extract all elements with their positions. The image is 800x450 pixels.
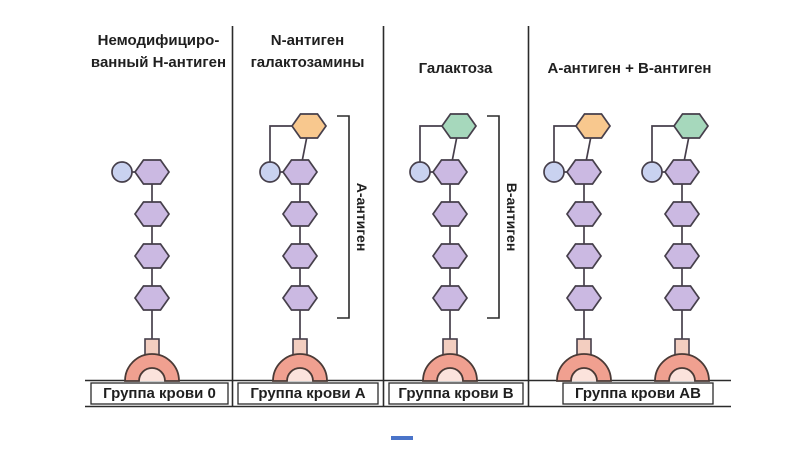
ab-panel-b-chain	[641, 113, 710, 382]
modifier-elbow-bond	[269, 125, 292, 163]
sugar-hexagon	[432, 243, 468, 269]
modifier-hexagon-green	[441, 113, 477, 139]
panel-title-n-antigen-galactosamine: N-антиген галактозамины	[232, 30, 383, 74]
a-antigen-chain	[259, 113, 328, 382]
sugar-hexagon	[134, 243, 170, 269]
fucose-circle	[543, 161, 565, 183]
sugar-hexagon	[134, 159, 170, 185]
sugar-hexagon	[282, 285, 318, 311]
membrane-stem	[674, 338, 690, 356]
sugar-hexagon	[282, 159, 318, 185]
modifier-elbow-bond	[553, 125, 576, 163]
sugar-hexagon	[566, 159, 602, 185]
blood-group-label-box	[90, 382, 229, 405]
b-antigen-bracket-label: В-антиген	[504, 182, 520, 252]
sugar-hexagon	[664, 201, 700, 227]
ab-panel-a-chain	[543, 113, 612, 382]
title-line: А-антиген + В-антиген	[547, 60, 712, 77]
modifier-hexagon-green	[673, 113, 709, 139]
sugar-hexagon	[664, 285, 700, 311]
sugar-hexagon	[432, 201, 468, 227]
title-line: галактозамины	[250, 54, 365, 71]
panel-title-a-plus-b-antigen: А-антиген + В-антиген	[528, 58, 731, 80]
b-antigen-bracket	[487, 115, 500, 319]
fucose-circle	[259, 161, 281, 183]
modifier-hexagon-orange	[575, 113, 611, 139]
blood-group-label-box	[237, 382, 379, 405]
sugar-hexagon	[664, 243, 700, 269]
sugar-hexagon	[432, 159, 468, 185]
panel-title-unmodified-h-antigen: Немодифициро- ванный Н-антиген	[85, 30, 232, 74]
membrane-stem	[144, 338, 160, 356]
blood-group-label-box	[388, 382, 524, 405]
blood-group-label-a: Группа крови А	[250, 385, 366, 402]
sugar-hexagon	[282, 243, 318, 269]
sugar-hexagon	[134, 201, 170, 227]
sugar-hexagon	[664, 159, 700, 185]
sugar-hexagon	[282, 201, 318, 227]
title-line: N-антиген	[270, 32, 345, 49]
title-line: ванный Н-антиген	[90, 54, 227, 71]
fucose-circle	[409, 161, 431, 183]
blood-group-label-ab: Группа крови АВ	[575, 385, 701, 402]
title-line: Галактоза	[418, 60, 493, 77]
title-line: Немодифициро-	[97, 32, 220, 49]
sugar-hexagon	[566, 201, 602, 227]
blood-group-label-0: Группа крови 0	[103, 385, 216, 402]
sugar-hexagon	[134, 285, 170, 311]
blood-group-label-b: Группа крови В	[398, 385, 514, 402]
sugar-hexagon	[566, 243, 602, 269]
slide-accent-bar	[391, 436, 413, 440]
modifier-elbow-bond	[419, 125, 442, 163]
sugar-hexagon	[566, 285, 602, 311]
membrane-stem	[292, 338, 308, 356]
modifier-hexagon-orange	[291, 113, 327, 139]
b-antigen-chain	[409, 113, 478, 382]
modifier-elbow-bond	[651, 125, 674, 163]
fucose-circle	[111, 161, 133, 183]
sugar-hexagon	[432, 285, 468, 311]
a-antigen-bracket	[337, 115, 350, 319]
fucose-circle	[641, 161, 663, 183]
h-antigen-chain	[111, 159, 180, 382]
blood-group-label-box	[562, 382, 714, 405]
membrane-stem	[576, 338, 592, 356]
a-antigen-bracket-label: А-антиген	[354, 182, 370, 252]
panel-title-galactose: Галактоза	[383, 58, 528, 80]
membrane-stem	[442, 338, 458, 356]
